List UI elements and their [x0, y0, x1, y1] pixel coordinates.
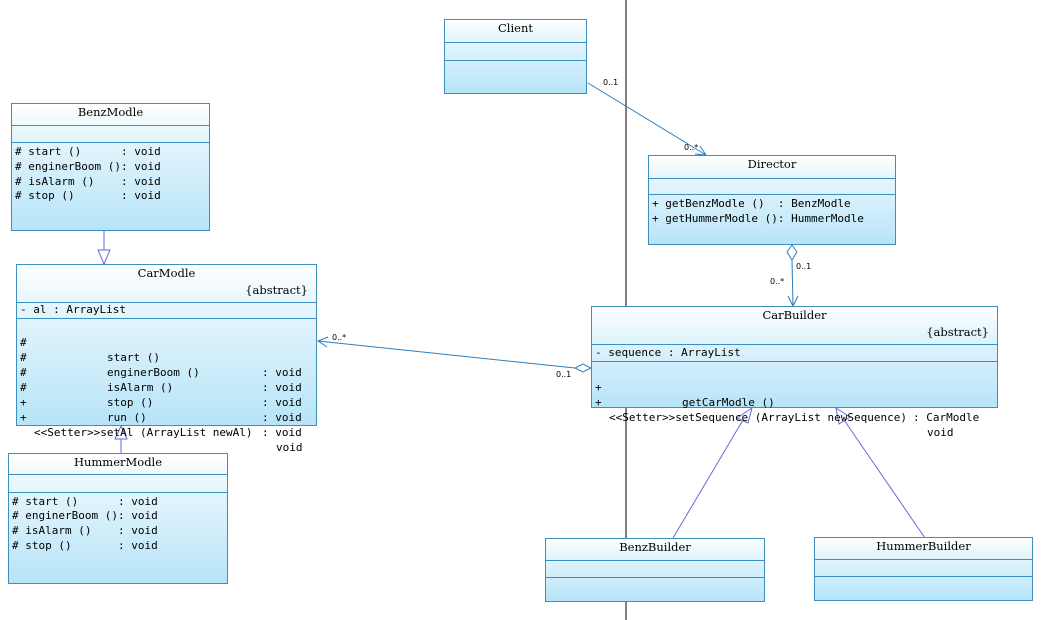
operation-name: getCarModle ()	[682, 396, 775, 409]
operation-visibility: +	[20, 411, 27, 424]
operation-row: + getHummerModle (): HummerModle	[652, 212, 864, 225]
class-carbuilder[interactable]: CarBuilder {abstract} - sequence : Array…	[591, 306, 998, 439]
class-name: BenzBuilder	[619, 540, 691, 554]
attributes-section	[445, 42, 586, 60]
operation-visibility: +	[20, 396, 27, 409]
operation-type: : void	[262, 426, 302, 439]
operations-section	[445, 60, 586, 93]
operation-row: # enginerBoom () : void	[20, 335, 312, 394]
attributes-section	[546, 560, 764, 577]
operation-name: <<Setter>>setSequence (ArrayList newSequ…	[609, 411, 908, 424]
operation-visibility: #	[20, 336, 27, 349]
operations-section: # start () : void # enginerBoom (): void…	[12, 142, 209, 230]
operation-name: stop ()	[107, 396, 154, 409]
class-name: CarModle	[137, 266, 196, 280]
operation-type: : void	[262, 381, 302, 394]
operation-row: # stop () : void	[20, 365, 312, 424]
operation-type: : void	[262, 411, 302, 424]
builder-aggregation-diamond	[573, 363, 593, 373]
client-director-association	[587, 82, 707, 156]
operation-row: # stop () : void	[12, 539, 158, 552]
multiplicity-label: 0..*	[684, 143, 699, 152]
operation-row: # isAlarm () : void	[15, 175, 161, 188]
operation-name: run ()	[107, 411, 147, 424]
builder-carmodle-association	[317, 340, 576, 369]
class-stereotype: {abstract}	[926, 325, 989, 339]
hummerbuilder-generalization-arrow	[835, 406, 851, 425]
multiplicity-label: 0..1	[796, 262, 812, 271]
operation-row: + <<Setter>>setSequence (ArrayList newSe…	[595, 380, 995, 439]
operations-section: # start () : void # enginerBoom (): void…	[9, 492, 227, 583]
operation-name: enginerBoom ()	[107, 366, 200, 379]
benzbuilder-generalization-line	[672, 419, 744, 539]
class-name: CarBuilder	[762, 308, 827, 322]
attributes-section	[9, 474, 227, 492]
operation-row: + run () : void	[20, 380, 312, 439]
operation-name: start ()	[107, 351, 160, 364]
multiplicity-label: 0..1	[603, 78, 619, 87]
class-hummermodle[interactable]: HummerModle # start () : void # enginerB…	[8, 453, 228, 584]
class-carmodle[interactable]: CarModle {abstract} - al : ArrayList # s…	[16, 264, 317, 454]
class-name: HummerModle	[73, 455, 163, 469]
operation-visibility: +	[595, 381, 602, 394]
operations-section: # start () : void # enginerBoom () : voi…	[17, 318, 316, 454]
class-benzbuilder[interactable]: BenzBuilder	[545, 538, 765, 602]
operation-visibility: +	[595, 396, 602, 409]
attributes-section	[649, 178, 895, 194]
attributes-section: - al : ArrayList	[17, 302, 316, 318]
hummerbuilder-generalization-line	[843, 419, 926, 539]
operation-row: # stop () : void	[15, 189, 161, 202]
multiplicity-label: 0..*	[332, 333, 347, 342]
operation-row: # start () : void	[15, 145, 161, 158]
class-stereotype: {abstract}	[245, 283, 308, 297]
class-hummerbuilder[interactable]: HummerBuilder	[814, 537, 1033, 601]
multiplicity-label: 0..*	[770, 277, 785, 286]
operation-row: + getCarModle () : CarModle	[595, 365, 995, 424]
operation-row: # start () : void	[20, 320, 312, 379]
operation-row: + <<Setter>>setAl (ArrayList newAl) void	[20, 395, 312, 454]
benzbuilder-generalization-arrow	[735, 406, 753, 424]
class-client[interactable]: Client	[444, 19, 587, 94]
operation-row: # start () : void	[12, 495, 158, 508]
operation-row: + getBenzModle () : BenzModle	[652, 197, 851, 210]
operation-type: : void	[262, 366, 302, 379]
operation-name: isAlarm ()	[107, 381, 174, 394]
multiplicity-label: 0..1	[556, 370, 572, 379]
hummermodle-generalization-arrow	[114, 424, 128, 440]
operation-type: void	[927, 426, 954, 439]
director-builder-association	[791, 259, 794, 307]
attribute-row: - sequence : ArrayList	[595, 346, 741, 359]
operation-name: <<Setter>>setAl (ArrayList newAl)	[34, 426, 253, 439]
operation-row: # isAlarm () : void	[12, 524, 158, 537]
operation-row: # enginerBoom (): void	[12, 509, 158, 522]
class-name: HummerBuilder	[876, 539, 971, 553]
class-name: Director	[747, 157, 797, 171]
operation-type: void	[276, 441, 303, 454]
operations-section: + getCarModle () : CarModle + <<Setter>>…	[592, 361, 997, 439]
director-aggregation-diamond	[786, 244, 798, 261]
class-benzmodle[interactable]: BenzModle # start () : void # enginerBoo…	[11, 103, 210, 231]
operations-section	[815, 576, 1032, 600]
attribute-row: - al : ArrayList	[20, 303, 126, 316]
operation-visibility: #	[20, 381, 27, 394]
attributes-section	[815, 559, 1032, 576]
benzmodle-generalization-arrow	[97, 249, 111, 266]
class-name: BenzModle	[77, 105, 144, 119]
attributes-section	[12, 125, 209, 142]
operation-type: : CarModle	[913, 411, 980, 424]
operations-section	[546, 577, 764, 601]
class-director[interactable]: Director + getBenzModle () : BenzModle +…	[648, 155, 896, 245]
operation-visibility: #	[20, 351, 27, 364]
operation-row: # enginerBoom (): void	[15, 160, 161, 173]
operation-row: # isAlarm () : void	[20, 350, 312, 409]
builder-carmodle-arrowhead	[316, 336, 329, 348]
class-name: Client	[498, 21, 533, 35]
operations-section: + getBenzModle () : BenzModle + getHumme…	[649, 194, 895, 244]
attributes-section: - sequence : ArrayList	[592, 344, 997, 361]
operation-visibility: #	[20, 366, 27, 379]
operation-type: : void	[262, 396, 302, 409]
